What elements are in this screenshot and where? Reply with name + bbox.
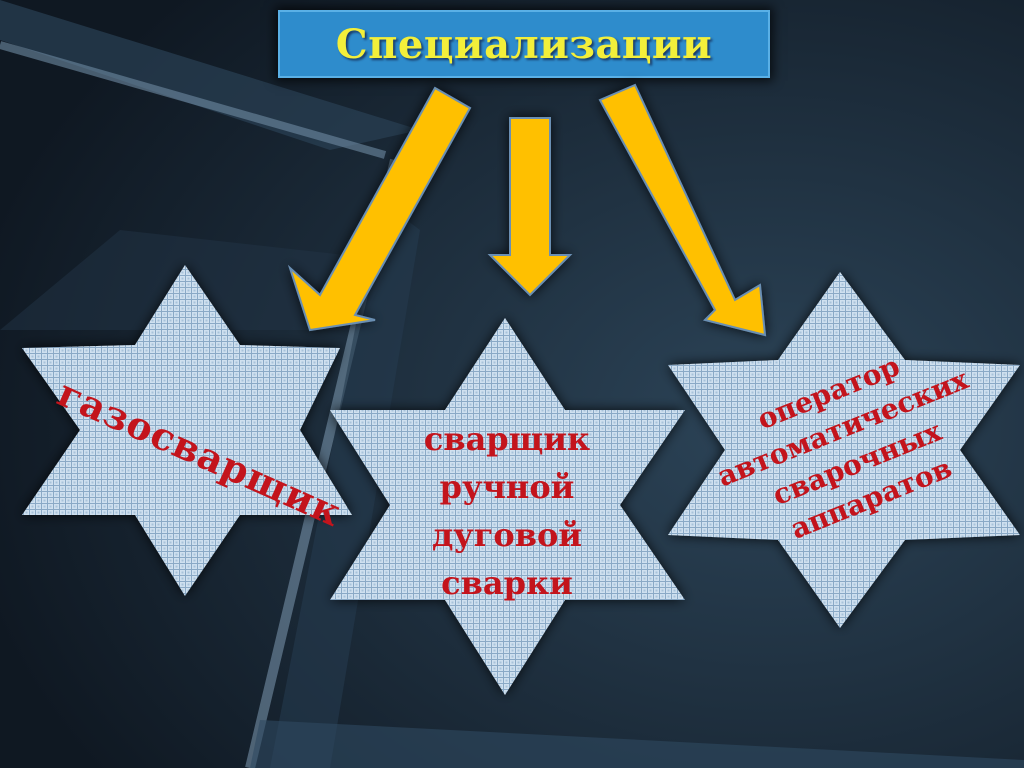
arrow-center <box>487 117 573 297</box>
star-automatic-operator <box>668 272 1020 628</box>
star-gas-welder <box>22 265 352 596</box>
title-box: Специализации <box>278 10 770 78</box>
arrow-right <box>598 83 767 337</box>
title: Специализации <box>335 20 713 68</box>
label-line: дуговой <box>431 516 583 554</box>
star-manual-arc-welder <box>330 318 685 695</box>
label-line: сварки <box>441 564 573 602</box>
label-line: сварщик <box>423 420 591 458</box>
arrow-left <box>287 86 472 332</box>
label-line: ручной <box>439 468 575 506</box>
star-label-manual-arc-welder: сварщик ручной дуговой сварки <box>372 415 642 607</box>
